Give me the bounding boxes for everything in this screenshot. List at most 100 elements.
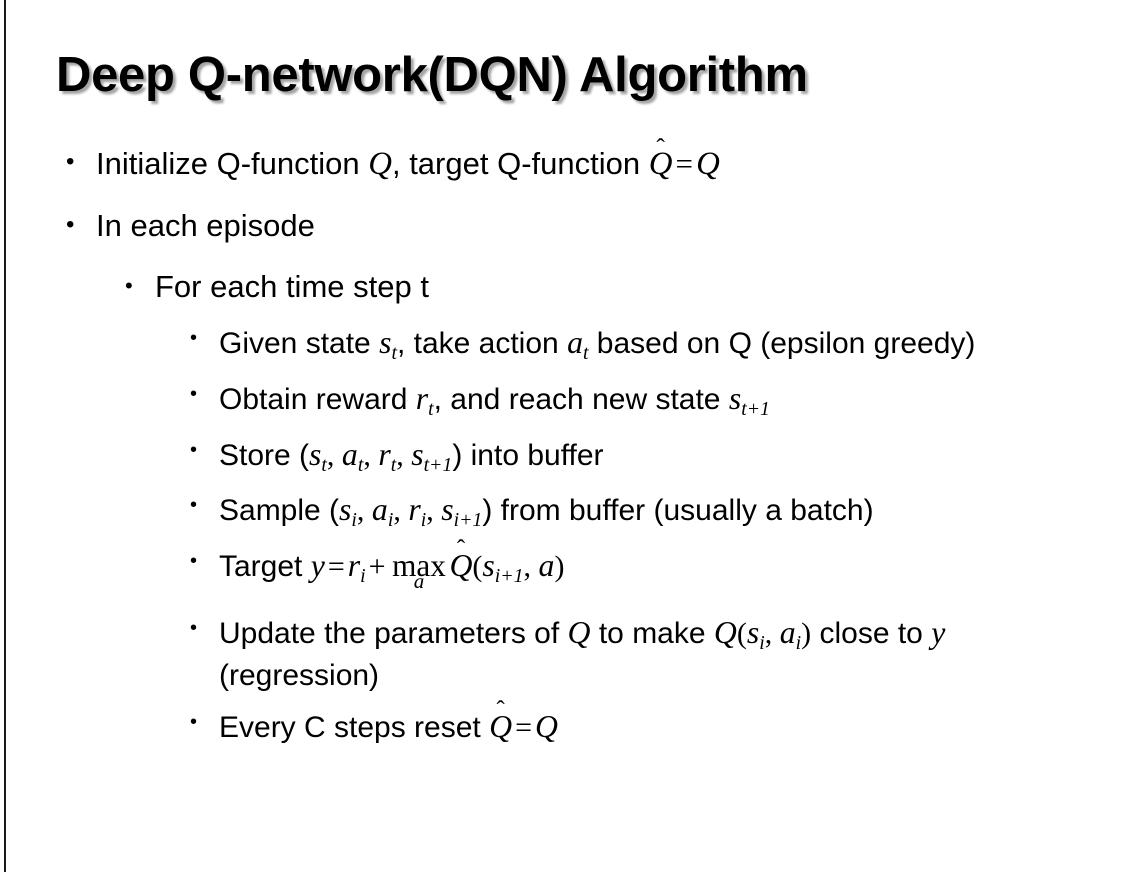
list-item-text: Sample (si, ai, ri, si+1) from buffer (u…	[219, 489, 1100, 534]
text-fragment: ) into buffer	[452, 438, 604, 472]
math-subscript: i	[360, 564, 366, 587]
bullet-icon: •	[190, 382, 198, 405]
list-item-update: • Update the parameters of Q to make Q(s…	[0, 612, 1124, 696]
list-item-initialize: • Initialize Q-function Q, target Q-func…	[0, 146, 1124, 183]
math-var-s: s	[746, 614, 760, 650]
math-var-r: r	[378, 436, 391, 472]
math-subscript: i	[759, 631, 765, 654]
text-fragment: Initialize Q-function	[96, 146, 369, 181]
math-var-Qhat: ̂Q	[449, 550, 472, 582]
bullet-icon: •	[190, 438, 198, 461]
math-var-a: a	[779, 614, 796, 650]
list-item-text: Every C steps reset ̂Q=Q	[219, 706, 1100, 747]
math-var-Q: Q	[368, 146, 392, 182]
math-subscript: t	[428, 397, 434, 420]
list-item-text: Given state st, take action at based on …	[219, 322, 1100, 367]
slide-body: • Initialize Q-function Q, target Q-func…	[0, 146, 1124, 759]
math-subscript: t	[321, 453, 327, 476]
math-base: Q	[449, 547, 473, 583]
text-fragment: based on Q (epsilon greedy)	[588, 327, 976, 361]
math-subscript: t+1	[423, 453, 453, 476]
math-op-max-label: max	[392, 547, 446, 583]
list-item-text: In each episode	[96, 207, 315, 243]
math-var-y: y	[310, 547, 325, 583]
math-var-r: r	[415, 380, 429, 416]
text-fragment: )	[554, 549, 565, 583]
math-subscript: i+1	[494, 564, 524, 587]
math-op-max-underscript: a	[413, 569, 425, 594]
text-fragment: )	[801, 616, 812, 650]
list-item-given-state: • Given state st, take action at based o…	[0, 322, 1124, 367]
list-item-in-each-episode: • In each episode	[0, 207, 1124, 244]
math-subscript: t	[582, 342, 589, 365]
text-fragment: ,	[426, 494, 442, 528]
text-fragment: Given state	[219, 327, 380, 361]
bullet-icon: •	[190, 549, 198, 572]
math-var-Q: Q	[534, 709, 558, 745]
math-var-a: a	[538, 547, 555, 583]
text-fragment: Obtain reward	[219, 382, 416, 416]
text-fragment: ,	[363, 438, 379, 472]
list-item-text: Initialize Q-function Q, target Q-functi…	[96, 146, 1124, 183]
math-var-s: s	[728, 380, 742, 416]
text-fragment: ,	[393, 494, 409, 528]
bullet-icon: •	[125, 272, 133, 298]
text-fragment: (	[472, 549, 483, 583]
list-item-text: Obtain reward rt, and reach new state st…	[219, 378, 1100, 423]
math-var-s: s	[379, 325, 392, 361]
math-op-equals: =	[515, 711, 532, 745]
math-var-s: s	[339, 492, 352, 528]
bullet-icon: •	[190, 494, 198, 517]
list-item-target: • Target y=ri+maxâQ(si+1, a)	[0, 545, 1124, 592]
math-op-equals: =	[327, 549, 345, 583]
text-fragment: ,	[326, 438, 342, 472]
math-var-s: s	[411, 436, 424, 472]
slide-left-rule	[4, 0, 6, 872]
math-base: Q	[648, 146, 673, 182]
math-subscript: i	[387, 509, 394, 532]
bullet-icon: •	[66, 148, 75, 175]
list-item-obtain-reward: • Obtain reward rt, and reach new state …	[0, 378, 1124, 423]
list-item-for-each-time-step: • For each time step t	[0, 268, 1124, 305]
math-subscript: t	[390, 453, 397, 476]
math-var-s: s	[482, 547, 495, 583]
math-var-Q: Q	[567, 614, 591, 650]
math-var-y: y	[931, 614, 946, 650]
list-item-text: Update the parameters of Q to make Q(si,…	[219, 612, 1100, 696]
text-fragment: Store (	[219, 438, 310, 472]
math-subscript: i+1	[453, 509, 483, 532]
text-fragment: (	[736, 616, 747, 650]
text-fragment: ,	[396, 438, 412, 472]
math-var-s: s	[441, 492, 454, 528]
list-item-text: For each time step t	[155, 268, 429, 304]
text-fragment: , target Q-function	[391, 146, 649, 181]
math-var-a: a	[341, 436, 358, 472]
math-var-Qhat: ̂Q	[489, 711, 512, 743]
math-op-equals: =	[675, 146, 694, 181]
bullet-icon: •	[190, 616, 198, 639]
bullet-icon: •	[190, 711, 198, 734]
math-var-r: r	[408, 492, 421, 528]
list-item-text: Target y=ri+maxâQ(si+1, a)	[219, 545, 1100, 592]
math-subscript: i	[420, 509, 427, 532]
text-fragment: ) from buffer (usually a batch)	[482, 494, 874, 528]
list-item-sample: • Sample (si, ai, ri, si+1) from buffer …	[0, 489, 1124, 534]
bullet-icon: •	[190, 327, 198, 350]
math-var-Qhat: ̂Q	[649, 148, 673, 181]
text-fragment: ,	[764, 616, 780, 650]
math-subscript: i	[351, 509, 357, 532]
math-var-Q: Q	[696, 146, 720, 182]
math-var-r: r	[347, 547, 361, 583]
text-fragment: to make	[590, 616, 714, 650]
math-var-a: a	[371, 492, 388, 528]
text-fragment: Every C steps reset	[219, 711, 490, 745]
text-fragment: Target	[219, 549, 311, 583]
math-subscript: i	[795, 631, 802, 654]
list-item-text: Store (st, at, rt, st+1) into buffer	[219, 434, 1100, 479]
text-fragment: Update the parameters of	[219, 616, 568, 650]
list-item-every-c-steps: • Every C steps reset ̂Q=Q	[0, 706, 1124, 747]
list-item-store: • Store (st, at, rt, st+1) into buffer	[0, 434, 1124, 479]
math-base: Q	[489, 709, 513, 745]
